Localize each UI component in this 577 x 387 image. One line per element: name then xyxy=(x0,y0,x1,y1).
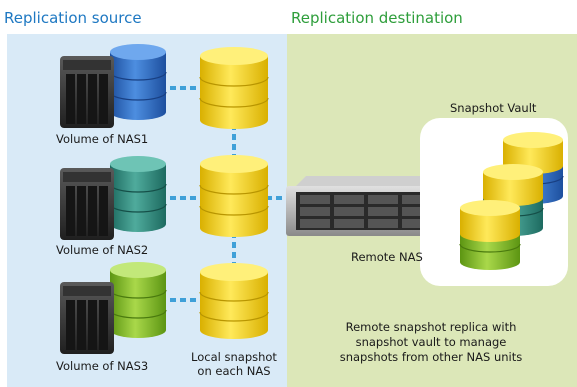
remote-replica-line1: Remote snapshot replica with xyxy=(345,320,517,334)
local-snapshot-label-line1: Local snapshot xyxy=(191,350,277,364)
nas3-unit xyxy=(60,282,114,354)
nas3-volume-database xyxy=(109,262,167,338)
remote-replica-line2: snapshot vault to manage xyxy=(355,335,507,349)
remote-replica-description: Remote snapshot replica with snapshot va… xyxy=(321,320,541,365)
local-snapshot-label-line2: on each NAS xyxy=(197,364,271,378)
nas2-label: Volume of NAS2 xyxy=(56,243,149,257)
nas1-unit xyxy=(60,56,114,128)
local-snapshot-database-1 xyxy=(199,47,269,129)
local-snapshot-database-2 xyxy=(199,155,269,237)
nas3-label: Volume of NAS3 xyxy=(56,359,149,373)
remote-nas-label: Remote NAS xyxy=(351,250,423,264)
nas2-unit xyxy=(60,168,114,240)
replication-source-header: Replication source xyxy=(4,9,142,27)
replication-destination-header: Replication destination xyxy=(291,9,463,27)
nas1-volume-database xyxy=(109,44,167,120)
nas2-volume-database xyxy=(109,156,167,232)
local-snapshot-database-3 xyxy=(199,263,269,339)
snapshot-vault-label: Snapshot Vault xyxy=(450,101,537,115)
remote-replica-line3: snapshots from other NAS units xyxy=(339,350,523,364)
remote-nas-unit xyxy=(286,176,450,236)
nas1-label: Volume of NAS1 xyxy=(56,132,149,146)
vault-database-green xyxy=(459,200,521,270)
local-snapshot-label: Local snapshot on each NAS xyxy=(186,350,282,378)
